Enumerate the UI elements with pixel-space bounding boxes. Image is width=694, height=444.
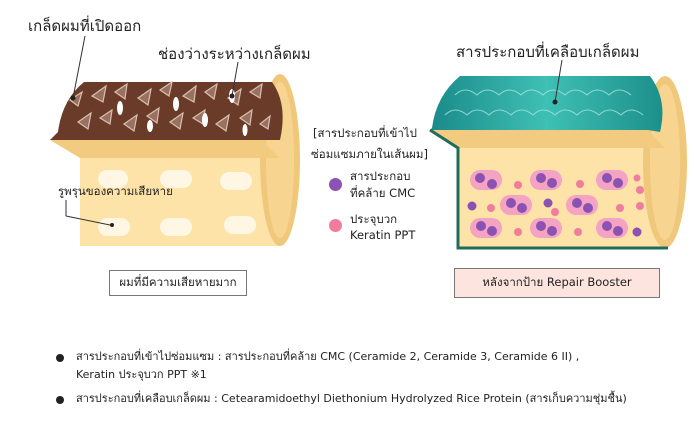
repaired-hair-illustration (429, 59, 687, 250)
note-line1: สารประกอบที่เข้าไปซ่อมแซม : สารประกอบที่… (76, 350, 580, 363)
legend-title-line1: [สารประกอบที่เข้าไป (313, 126, 417, 140)
legend-item1-line1: สารประกอบ (350, 169, 411, 183)
legend-item2-line2: Keratin PPT (350, 228, 416, 242)
keratin-dot-icon (329, 219, 342, 232)
bullet-icon (56, 354, 64, 362)
repaired-hair-caption: หลังจากป้าย Repair Booster (454, 268, 660, 298)
coating-label: สารประกอบที่เคลือบเกล็ดผม (456, 43, 640, 61)
damage-pores-label: รูพรุนของความเสียหาย (58, 184, 173, 198)
damaged-hair-illustration (50, 35, 300, 246)
note-line1b: Keratin ประจุบวก PPT ※1 (76, 368, 207, 381)
bullet-icon (56, 396, 64, 404)
legend-item1-line2: ที่คล้าย CMC (350, 186, 416, 200)
cmc-dot-icon (329, 178, 342, 191)
legend-title-line2: ซ่อมแซมภายในเส้นผม] (311, 147, 428, 161)
cuticle-gap-label: ช่องว่างระหว่างเกล็ดผม (158, 45, 311, 63)
legend-item2-line1: ประจุบวก (350, 212, 398, 226)
damaged-hair-caption: ผมที่มีความเสียหายมาก (109, 270, 247, 296)
open-cuticle-label: เกล็ดผมที่เปิดออก (28, 17, 142, 35)
note-line2: สารประกอบที่เคลือบเกล็ดผม : Cetearamidoe… (76, 392, 627, 405)
